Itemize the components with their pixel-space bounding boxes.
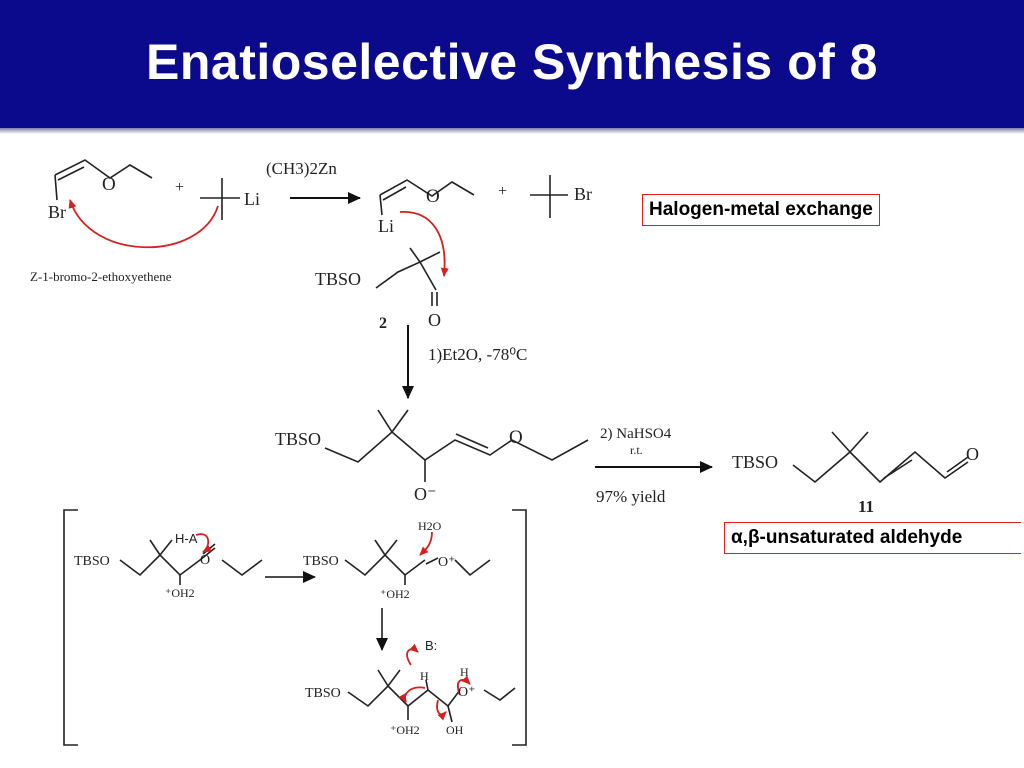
mech1-tbso: TBSO <box>74 554 110 569</box>
compound-number-2: 2 <box>379 315 387 332</box>
halogen-exchange-note: Halogen-metal exchange <box>642 194 880 226</box>
aldehyde-o: O <box>428 310 441 330</box>
slide-title: Enatioselective Synthesis of 8 <box>146 34 878 90</box>
ether-o-3: O <box>509 427 523 448</box>
title-banner <box>0 0 1024 128</box>
bromoethene-skeleton <box>54 159 153 179</box>
li-label-1: Li <box>244 189 260 209</box>
br-label-1: Br <box>48 202 66 222</box>
mech-co-arrow <box>436 699 447 721</box>
product-class-note: α,β-unsaturated aldehyde <box>724 522 1021 554</box>
mech3-h-mid: H <box>420 669 429 683</box>
mech-b-arrow <box>406 643 419 666</box>
alkoxide-o-minus: O⁻ <box>414 484 437 504</box>
product-methyl-2 <box>849 431 869 453</box>
mech1-o: O <box>200 553 210 568</box>
product-carbonyl-bond <box>946 456 969 473</box>
product-skeleton <box>792 450 969 484</box>
mech2-tbso: TBSO <box>303 554 339 569</box>
br-li-curved-arrow <box>68 199 219 249</box>
mech-h2o-arrow <box>419 531 433 556</box>
mech2-methyl-2 <box>384 539 398 556</box>
mech3-o-plus: O⁺ <box>458 685 476 700</box>
bracket-left <box>63 509 78 746</box>
mech3-c-oh <box>447 705 453 723</box>
plus-sign-1: + <box>175 179 184 196</box>
aldehyde-methyl-1 <box>409 247 421 263</box>
mech3-tbso: TBSO <box>305 686 341 701</box>
plus-sign-2: + <box>498 183 507 200</box>
alkoxide-methyl-1 <box>377 409 393 433</box>
c-li-bond <box>379 194 383 216</box>
mech3-methyl-2 <box>387 669 401 687</box>
ether-o-2: O <box>426 186 440 207</box>
compound-number-11: 11 <box>858 497 874 516</box>
li-attack-curved-arrow <box>399 211 449 277</box>
mech3-oh2: ⁺OH2 <box>390 723 420 737</box>
mech3-skeleton <box>347 684 461 708</box>
zinc-reagent: (CH3)2Zn <box>266 159 337 178</box>
mech1-oh2: ⁺OH2 <box>165 586 195 600</box>
mech1-methyl-2 <box>159 539 173 556</box>
alkoxide-skeleton <box>324 430 589 463</box>
mech3-c-h <box>425 679 429 691</box>
br-label-2: Br <box>574 184 592 204</box>
alkoxide-methyl-2 <box>391 409 409 433</box>
banner-shadow <box>0 128 1024 134</box>
step2-yield: 97% yield <box>596 487 666 506</box>
mech2-methyl-1 <box>374 539 386 556</box>
mech2-h2o: H2O <box>418 519 442 533</box>
mech2-propyl <box>454 559 491 577</box>
bromo-compound-name: Z-1-bromo-2-ethoxyethene <box>30 269 172 284</box>
vinyllithium-skeleton <box>379 179 475 197</box>
step1-conditions: 1)Et2O, -78⁰C <box>428 345 527 364</box>
product-o: O <box>966 444 979 464</box>
product-double-bond <box>883 459 913 479</box>
bromoethene-double-bond <box>57 166 85 181</box>
li-label-2: Li <box>378 216 394 236</box>
step2-condition: r.t. <box>630 443 643 457</box>
mech3-ethyl <box>483 687 516 701</box>
mech2-oxocarbenium-double <box>425 557 439 565</box>
mech-ha-arrow <box>195 533 212 553</box>
tbso-label-alkoxide: TBSO <box>275 429 321 449</box>
mech-ch-arrow <box>398 686 426 703</box>
c-br-bond <box>54 174 58 201</box>
aldehyde-methyl-2 <box>419 251 441 263</box>
ether-o-1: O <box>102 174 116 195</box>
mech2-skeleton <box>344 553 426 577</box>
mech3-base: B: <box>425 638 437 653</box>
mech1-methyl-1 <box>149 539 161 556</box>
vinyllithium-double-bond <box>382 186 407 201</box>
mech2-oh2: ⁺OH2 <box>380 587 410 601</box>
alkoxide-double-bond <box>455 433 489 449</box>
mech1-propyl <box>221 559 263 576</box>
aldehyde-skeleton <box>375 260 437 291</box>
mech1-ha: H-A <box>175 531 198 546</box>
mech1-skeleton <box>119 547 216 577</box>
product-methyl-1 <box>831 431 851 453</box>
tbso-label-2: TBSO <box>315 269 361 289</box>
mech3-methyl-1 <box>377 669 389 687</box>
mech3-oh: OH <box>446 723 464 737</box>
mech2-o-plus: O⁺ <box>438 555 456 570</box>
tbso-label-product: TBSO <box>732 452 778 472</box>
mech-oh-arrow <box>457 675 471 696</box>
step2-reagent: 2) NaHSO4 <box>600 426 672 442</box>
bracket-right <box>512 509 527 746</box>
mech3-h-top: H <box>460 665 469 679</box>
